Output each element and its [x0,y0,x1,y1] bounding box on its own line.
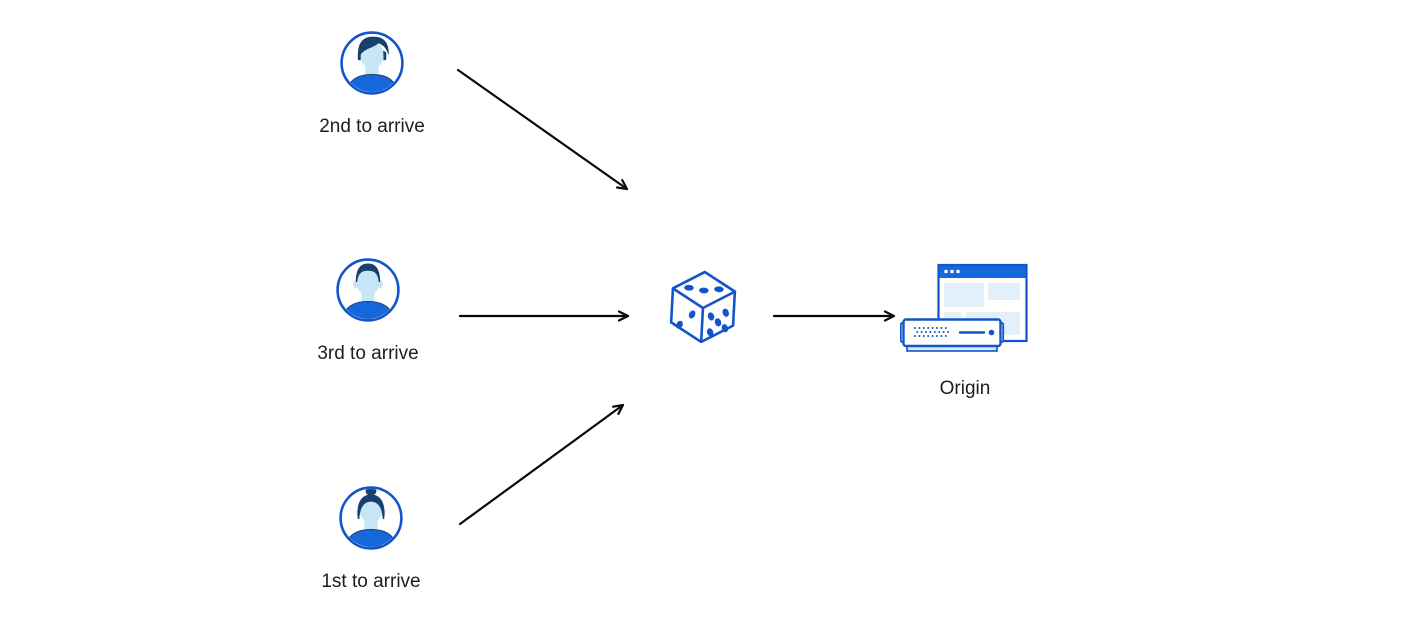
origin-label: Origin [939,378,991,399]
client-label: 3rd to arrive [317,343,419,364]
dice-icon [669,270,737,343]
arrow-client1-to-dice [458,403,625,526]
avatar-woman-hair-bun-icon [339,486,403,550]
browser-window-server-icon [900,263,1028,352]
arrow-client2-to-dice [456,68,629,191]
load-balancer-node [667,269,739,343]
avatar-man-short-hair-icon [336,258,400,322]
client-node-1st-to-arrive: 1st to arrive [301,485,441,591]
client-label: 2nd to arrive [319,116,425,137]
origin-node: Origin [899,263,1031,398]
server-led-dots [914,327,949,337]
client-node-2nd-to-arrive: 2nd to arrive [302,30,442,136]
avatar-man-swept-hair-icon [340,31,404,95]
server-icon [900,318,1005,352]
client-label: 1st to arrive [321,571,421,592]
client-node-3rd-to-arrive: 3rd to arrive [298,257,438,363]
